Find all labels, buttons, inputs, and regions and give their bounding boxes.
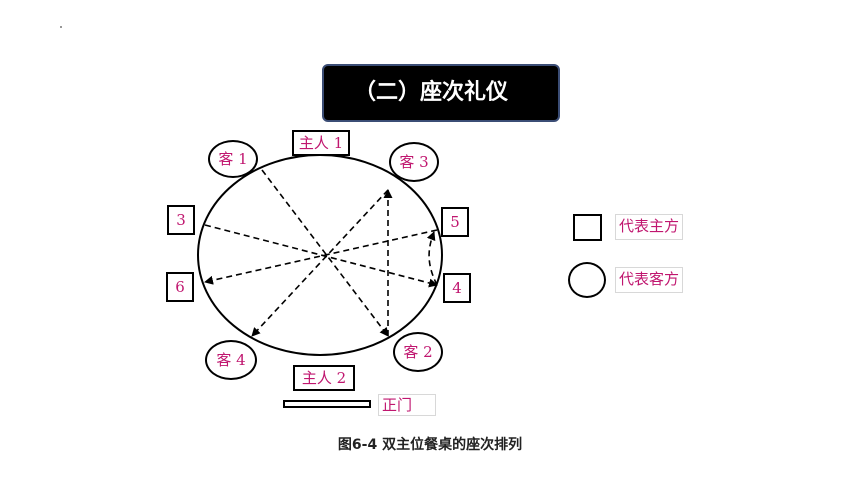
seat-host-1: 主人 1: [292, 130, 350, 156]
arrow-seat3-to-seat4: [204, 224, 438, 288]
round-table: [197, 154, 443, 356]
seat-host-2: 主人 2: [293, 365, 355, 391]
legend-square-icon: [573, 214, 602, 241]
arrow-host1-to-guest2: [261, 169, 389, 337]
slide-dot: [60, 26, 62, 28]
legend-guest-label: 代表客方: [615, 267, 684, 293]
page-title: （二）座次礼仪: [322, 64, 560, 122]
legend-host-label: 代表主方: [615, 214, 684, 240]
main-door-bar: [283, 400, 371, 408]
seat-6: 6: [166, 272, 194, 302]
arrow-guest3-to-guest4: [251, 189, 389, 337]
figure-caption: 图6-4 双主位餐桌的座次排列: [337, 437, 523, 453]
arrow-seat4-to-seat5: [426, 231, 438, 286]
main-door-label: 正门: [378, 394, 436, 416]
seat-guest-4: 客 4: [205, 340, 257, 380]
seat-4: 4: [443, 273, 471, 303]
legend-circle-icon: [568, 262, 606, 298]
seat-5: 5: [441, 207, 469, 237]
arrow-seat5-to-seat6: [204, 229, 438, 285]
seat-guest-1: 客 1: [208, 140, 258, 178]
seat-guest-3: 客 3: [389, 142, 439, 182]
seat-guest-2: 客 2: [393, 332, 443, 372]
seat-3: 3: [167, 205, 195, 235]
